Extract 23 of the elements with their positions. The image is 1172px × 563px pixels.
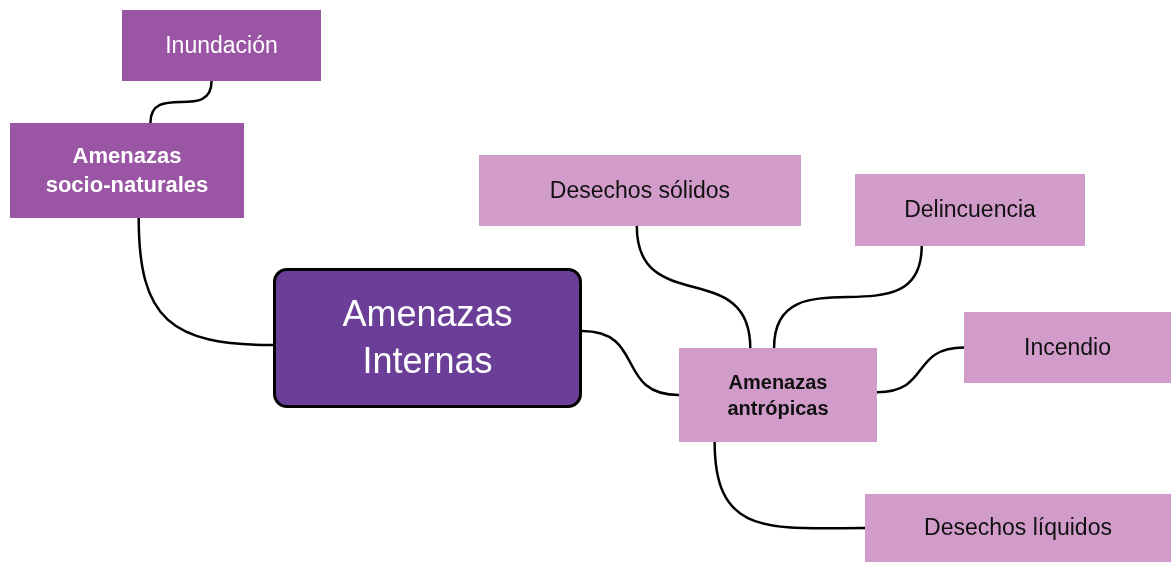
topic-label: Incendio — [1024, 332, 1111, 362]
topic-label: Amenazas Internas — [341, 292, 514, 383]
topic-box — [10, 123, 244, 218]
connector-line — [137, 217, 274, 347]
topic-box — [855, 174, 1085, 246]
connector-line — [772, 245, 923, 349]
connector-line — [581, 329, 680, 397]
topic-box — [865, 494, 1171, 562]
topic-label: Inundación — [165, 30, 278, 60]
topic-box — [679, 348, 877, 442]
topic-label: Desechos sólidos — [549, 175, 731, 205]
connector-line — [713, 441, 865, 530]
connector-line — [149, 80, 213, 124]
topic-box — [479, 155, 801, 226]
topic-label: Amenazas antrópicas — [726, 370, 830, 421]
topic-label: Amenazas socio-naturales — [44, 141, 210, 199]
topic-label: Delincuencia — [904, 195, 1036, 225]
central-topic-box — [273, 268, 582, 408]
topic-box — [122, 10, 321, 81]
topic-box — [964, 312, 1171, 383]
connector-line — [876, 346, 965, 394]
topic-label: Desechos líquidos — [924, 513, 1112, 543]
connector-line — [635, 225, 752, 349]
